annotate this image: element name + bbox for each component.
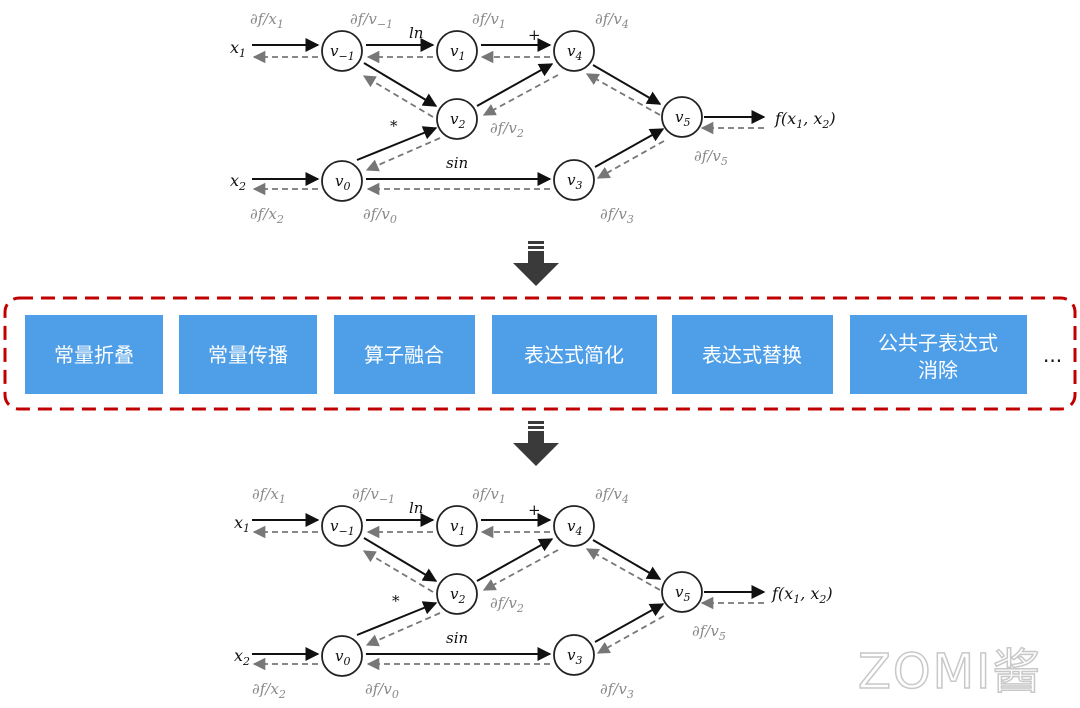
op-ln-label: ln	[409, 24, 423, 42]
node-v-minus1	[321, 505, 363, 547]
grad-v0-label: ∂f/v0	[365, 680, 399, 701]
node-v0	[321, 635, 363, 677]
grad-x1-label: ∂f/x1	[252, 485, 286, 506]
grad-v4-label: ∂f/v4	[595, 485, 629, 506]
output-label: f(x1, x2)	[774, 109, 836, 131]
more-ellipsis: ...	[1043, 343, 1062, 367]
grad-v3-label: ∂f/v3	[600, 680, 634, 701]
node-v0	[321, 160, 363, 202]
pass-box	[334, 315, 475, 394]
op-ln-label: ln	[409, 499, 423, 517]
op-plus-label: +	[528, 26, 541, 44]
pass-box	[492, 315, 657, 394]
pass-label: 表达式简化	[524, 343, 624, 367]
node-label: v4	[567, 42, 582, 63]
down-arrow-icon	[513, 421, 559, 466]
node-v5	[661, 571, 703, 613]
node-v-minus1	[321, 30, 363, 72]
node-label: v5	[675, 108, 690, 129]
bottom-graph-nodes	[321, 505, 703, 677]
grad-x1-label: ∂f/x1	[250, 10, 284, 31]
node-label: v1	[450, 42, 465, 63]
op-mul-label: *	[390, 117, 398, 135]
grad-v2-label: ∂f/v2	[490, 119, 524, 140]
grad-v4-label: ∂f/v4	[595, 10, 629, 31]
pass-box	[672, 315, 833, 394]
input-x1-label: x1	[234, 513, 250, 535]
watermark-logo: ZOMI酱	[858, 644, 1042, 700]
node-v3	[553, 159, 595, 201]
node-v4	[553, 30, 595, 72]
node-label: v4	[567, 517, 582, 538]
grad-x2-label: ∂f/x2	[252, 680, 286, 701]
pass-box	[179, 315, 317, 394]
grad-vm1-label: ∂f/v−1	[352, 485, 395, 506]
grad-v0-label: ∂f/v0	[363, 205, 397, 226]
grad-v1-label: ∂f/v1	[472, 10, 506, 31]
node-label: v3	[567, 646, 582, 667]
bottom-graph-labels: v−1 v1 v4 v2 v5 v0 v3 x1 x2 f(x1, x2) ln…	[234, 485, 833, 701]
op-plus-label: +	[528, 501, 541, 519]
grad-v3-label: ∂f/v3	[600, 205, 634, 226]
node-label: v0	[335, 647, 350, 668]
node-label: v2	[450, 110, 465, 131]
pass-label: 常量传播	[208, 343, 288, 367]
node-v1	[436, 505, 478, 547]
pass-box	[25, 315, 163, 394]
op-sin-label: sin	[446, 154, 468, 172]
grad-vm1-label: ∂f/v−1	[350, 10, 393, 31]
top-graph-nodes	[321, 30, 703, 202]
node-v1	[436, 30, 478, 72]
grad-v1-label: ∂f/v1	[472, 485, 506, 506]
node-label: v1	[450, 517, 465, 538]
grad-v5-label: ∂f/v5	[694, 147, 728, 168]
optimization-passes: 常量折叠 常量传播 算子融合 表达式简化 表达式替换 公共子表达式 消除 ...	[3, 296, 1077, 411]
pass-label-line2: 消除	[918, 358, 958, 382]
node-label: v2	[450, 585, 465, 606]
grad-v2-label: ∂f/v2	[490, 594, 524, 615]
node-v5	[661, 96, 703, 138]
op-sin-label: sin	[446, 629, 468, 647]
pass-label-line1: 公共子表达式	[878, 331, 998, 355]
node-v4	[553, 505, 595, 547]
input-x2-label: x2	[230, 171, 246, 193]
pass-box	[850, 315, 1027, 394]
pass-label: 表达式替换	[702, 343, 802, 367]
pass-label: 常量折叠	[54, 343, 134, 367]
pass-label: 算子融合	[364, 343, 444, 367]
input-x2-label: x2	[234, 646, 250, 668]
top-graph-labels: v−1 v1 v4 v2 v5 v0 v3 x1 x2 f(x1, x2) ln…	[230, 10, 836, 226]
down-arrow-icon	[513, 241, 559, 286]
output-label: f(x1, x2)	[771, 584, 833, 606]
node-label: v0	[335, 172, 350, 193]
grad-v5-label: ∂f/v5	[692, 622, 726, 643]
passes-frame	[3, 296, 1077, 411]
top-graph: v−1 v1 v4 v2 v5 v0 v3 x1 x2 f(x1, x2) ln…	[230, 10, 836, 226]
node-v2	[436, 573, 478, 615]
node-label: v−1	[330, 517, 355, 538]
input-x1-label: x1	[230, 38, 246, 60]
node-label: v−1	[330, 42, 355, 63]
bottom-graph: v−1 v1 v4 v2 v5 v0 v3 x1 x2 f(x1, x2) ln…	[234, 485, 833, 701]
node-label: v5	[675, 583, 690, 604]
node-label: v3	[567, 171, 582, 192]
grad-x2-label: ∂f/x2	[250, 205, 284, 226]
op-mul-label: *	[392, 592, 400, 610]
node-v3	[553, 634, 595, 676]
node-v2	[436, 98, 478, 140]
